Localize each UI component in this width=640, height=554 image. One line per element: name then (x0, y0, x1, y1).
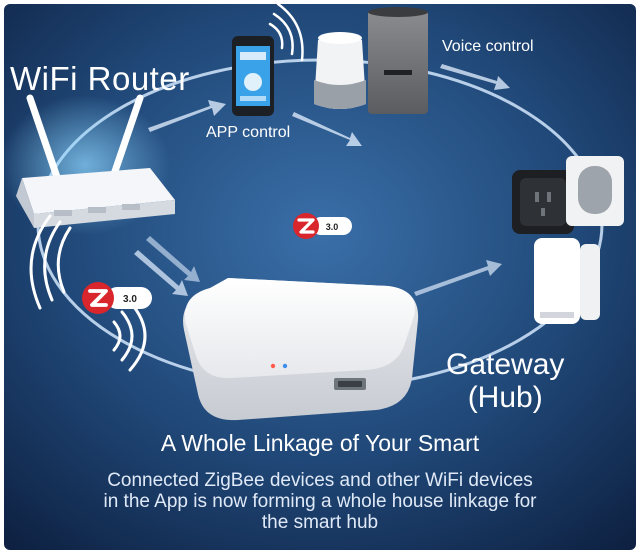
description: Connected ZigBee devices and other WiFi … (0, 470, 640, 533)
smart-speaker-icon (368, 7, 428, 114)
wireless-signal-icon (268, 2, 304, 62)
app-control-label: APP control (206, 124, 291, 141)
signal-arrows (134, 64, 510, 296)
smart-speaker-icon (314, 32, 366, 109)
zigbee-version-label: 3.0 (123, 294, 137, 305)
gateway-label-line1: Gateway (446, 348, 565, 381)
zigbee-logo-icon: 3.0 (82, 282, 152, 314)
description-line1: Connected ZigBee devices and other WiFi … (107, 470, 533, 491)
zigbee-logo-icon: 3.0 (293, 213, 352, 239)
smart-plug-icon (512, 170, 574, 234)
gateway-label: Gateway (Hub) (446, 348, 564, 414)
wireless-signal-icon (29, 214, 72, 310)
motion-sensor-icon (566, 156, 624, 226)
wifi-router-label: WiFi Router (10, 60, 190, 97)
gateway-label-line2: (Hub) (467, 381, 543, 414)
smartphone-icon (232, 36, 274, 116)
zigbee-gateway-hub-icon (183, 278, 419, 421)
door-sensor-icon (534, 238, 600, 324)
voice-control-label: Voice control (442, 38, 534, 55)
wifi-router-icon (16, 94, 175, 228)
headline: A Whole Linkage of Your Smart (160, 430, 480, 456)
description-line3: the smart hub (261, 512, 379, 533)
description-line2: in the App is now forming a whole house … (103, 491, 537, 512)
zigbee-version-label: 3.0 (326, 222, 339, 232)
